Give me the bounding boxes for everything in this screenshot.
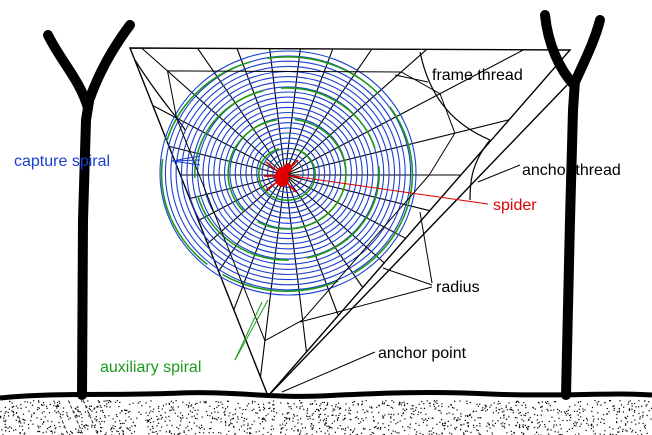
anchor-thread — [267, 81, 571, 397]
auxiliary-spiral-ring — [160, 56, 414, 292]
radius-thread — [284, 174, 364, 288]
capture-spiral-ring — [256, 142, 320, 204]
capture-spiral-ring — [218, 106, 358, 240]
right-tree — [540, 10, 605, 400]
frame-support — [134, 59, 186, 131]
radius-thread — [141, 47, 286, 176]
capture-spiral-ring — [207, 96, 369, 250]
auxiliary-spiral-label: auxiliary spiral — [100, 359, 201, 376]
radius-thread — [284, 174, 406, 239]
ground — [0, 390, 652, 435]
radius-thread — [168, 145, 286, 176]
capture-spiral-ring — [223, 111, 353, 235]
spider-label: spider — [493, 197, 537, 214]
ground-texture — [0, 400, 652, 435]
auxiliary-spiral-ring — [227, 118, 347, 230]
capture-spiral-ring — [272, 158, 304, 188]
capture-spiral-ring — [175, 65, 401, 281]
radius-label: radius — [436, 279, 480, 296]
capture-spiral-ring — [266, 152, 310, 194]
anchor-point-label: anchor point — [378, 345, 467, 362]
frame-support — [469, 139, 491, 201]
web — [128, 47, 572, 398]
labels: frame thread anchor thread capture spira… — [14, 67, 621, 376]
anchor-thread-label: anchor thread — [522, 162, 621, 179]
auxiliary-spiral-ring — [257, 146, 316, 202]
capture-spiral-ring — [261, 147, 315, 199]
capture-spiral-ring — [202, 91, 374, 255]
capture-spiral-ring — [240, 127, 336, 219]
capture-spiral-ring — [234, 122, 342, 224]
capture-spiral-label: capture spiral — [14, 153, 110, 170]
leader-lines — [171, 74, 521, 393]
capture-spiral-ring — [170, 60, 406, 286]
radius-thread — [284, 48, 428, 176]
capture-spiral-ring — [213, 101, 363, 245]
capture-spiral-ring — [186, 76, 390, 270]
capture-spiral-ring — [250, 137, 326, 209]
frame-thread — [128, 47, 572, 398]
capture-spiral-ring — [191, 81, 385, 265]
capture-spiral-ring — [159, 50, 417, 296]
radius-thread — [152, 105, 286, 176]
spider-icon — [264, 159, 301, 193]
capture-spiral-ring — [245, 132, 331, 214]
radius-thread — [259, 174, 286, 378]
auxiliary-spiral-ring — [194, 87, 380, 261]
frame-thread-label: frame thread — [432, 67, 523, 84]
outer-web-ring — [166, 70, 456, 342]
radius-thread — [284, 174, 308, 352]
left-tree — [43, 20, 135, 400]
